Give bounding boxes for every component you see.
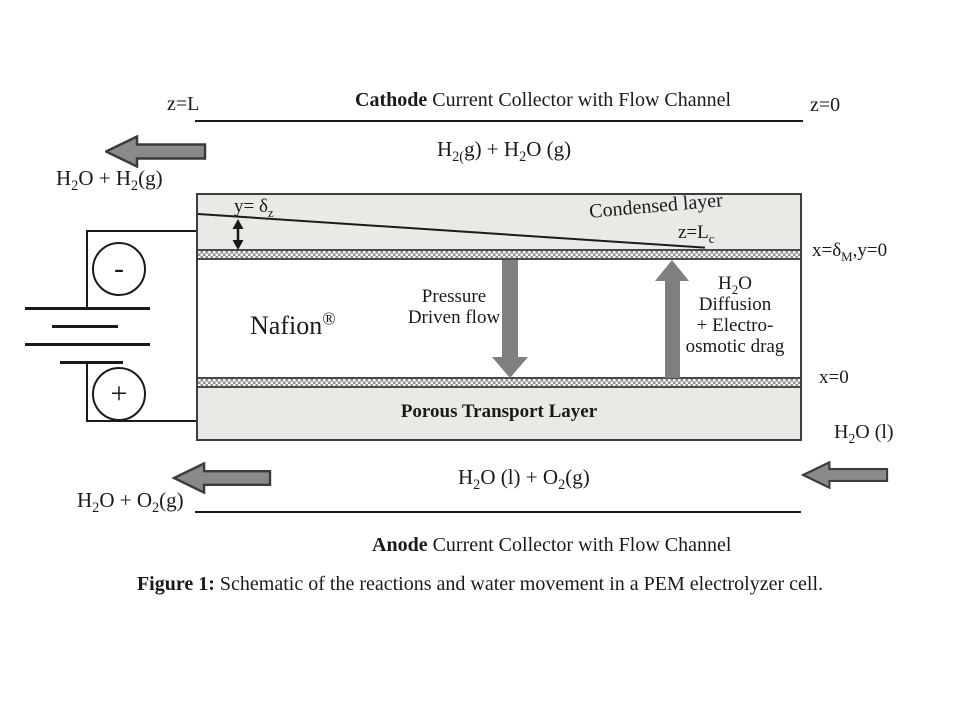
battery-wire-top [86,230,196,232]
hydrogen-outflow-formula: H2O + H2(g) [56,166,163,195]
cathode-flow-channel-line [195,120,803,122]
pressure-flow-arrow-head [492,357,528,378]
cathode-collector-title: Cathode Current Collector with Flow Chan… [355,89,731,112]
cathode-catalyst-layer-hatch [198,249,800,260]
feed-water-arrow-icon [800,461,889,489]
battery-positive-sign: + [110,377,128,410]
battery-wire-bottom [86,420,196,422]
figure-caption-number: Figure 1: [136,573,215,595]
cathode-collector-title-bold: Cathode [355,89,428,111]
anode-collector-title-bold: Anode [372,534,428,556]
pressure-flow-line1: Pressure [421,286,487,307]
battery-plate-long-top [25,307,150,310]
water-transport-arrow-shaft [665,279,680,378]
anode-product-formula: H2O (l) + O2(g) [458,465,590,494]
battery-plate-short-bottom [60,361,123,364]
diffusion-line4: osmotic drag [685,336,785,357]
feed-water-label: H2O (l) [834,421,894,446]
film-thickness-label: y= δz [234,196,274,220]
diffusion-label: H2O Diffusion + Electro- osmotic drag [655,273,815,357]
battery-wire-left-lower [86,361,88,422]
oxygen-outflow-arrow-icon [172,462,272,494]
pressure-flow-line2: Driven flow [407,306,501,328]
z-equals-0-label: z=0 [810,94,841,116]
condensed-layer-region [198,195,800,249]
battery-positive-terminal: + [92,367,146,421]
z-equals-L-label: z=L [167,93,200,115]
battery-negative-terminal: - [92,242,146,296]
x-delta-m-label: x=δM,y=0 [812,240,888,264]
pressure-flow-arrow-shaft [502,260,518,358]
anode-collector-title-rest: Current Collector with Flow Channel [427,534,732,556]
film-thickness-double-arrow-icon [232,219,244,250]
figure-caption: Figure 1: Schematic of the reactions and… [0,573,960,596]
battery-wire-left-upper [86,230,88,309]
ptl-region [198,388,800,439]
hydrogen-outflow-arrow-icon [105,135,207,168]
anode-collector-title: Anode Current Collector with Flow Channe… [372,534,731,557]
x-zero-label: x=0 [819,367,849,388]
battery-plate-long-bottom [25,343,150,346]
ptl-label: Porous Transport Layer [400,401,598,422]
battery-negative-sign: - [114,252,124,285]
diffusion-line1: H2O [718,273,752,297]
anode-flow-channel-line [195,511,801,513]
battery-plate-short-top [52,325,118,328]
water-transport-arrow-head [655,260,689,281]
cathode-gas-formula: H2(g) + H2O (g) [437,137,572,166]
z-lc-label: z=Lc [678,222,715,246]
nafion-label: Nafion® [250,308,336,340]
electrolyzer-cell-box: y= δz Condensed layer z=Lc Nafion® Press… [196,189,802,441]
cathode-collector-title-rest: Current Collector with Flow Channel [427,89,732,111]
pressure-flow-label: Pressure Driven flow [374,286,534,329]
anode-catalyst-layer-hatch [198,377,800,388]
oxygen-outflow-formula: H2O + O2(g) [77,488,184,517]
figure-caption-text: Schematic of the reactions and water mov… [214,573,824,595]
diffusion-line2: Diffusion [698,294,772,315]
diffusion-line3: + Electro- [696,315,774,336]
